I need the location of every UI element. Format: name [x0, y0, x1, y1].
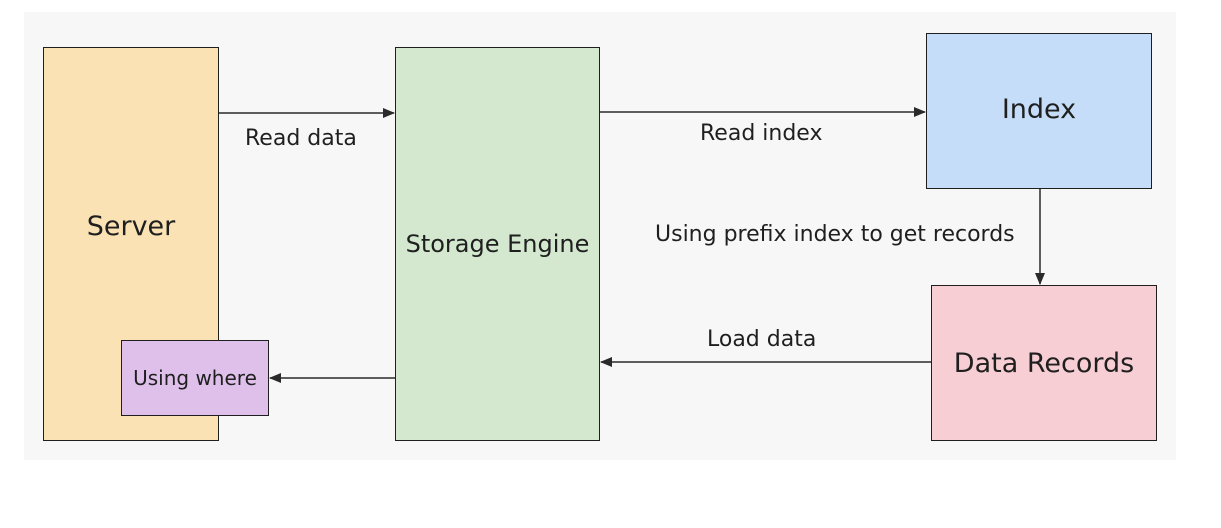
index-node: Index — [926, 33, 1152, 189]
read-index-edge-label: Read index — [700, 121, 823, 146]
using-where-label: Using where — [133, 366, 257, 390]
server-label: Server — [86, 211, 176, 242]
data-records-node: Data Records — [931, 285, 1157, 441]
storage-engine-label: Storage Engine — [405, 230, 590, 258]
using-where-node: Using where — [121, 340, 269, 416]
storage-engine-node: Storage Engine — [395, 47, 600, 441]
load-data-edge-label: Load data — [707, 327, 817, 352]
prefix-lookup-edge-label: Using prefix index to get records — [655, 222, 1015, 247]
index-label: Index — [1001, 94, 1077, 125]
read-data-edge-label: Read data — [245, 126, 357, 151]
data-records-label: Data Records — [953, 347, 1135, 379]
